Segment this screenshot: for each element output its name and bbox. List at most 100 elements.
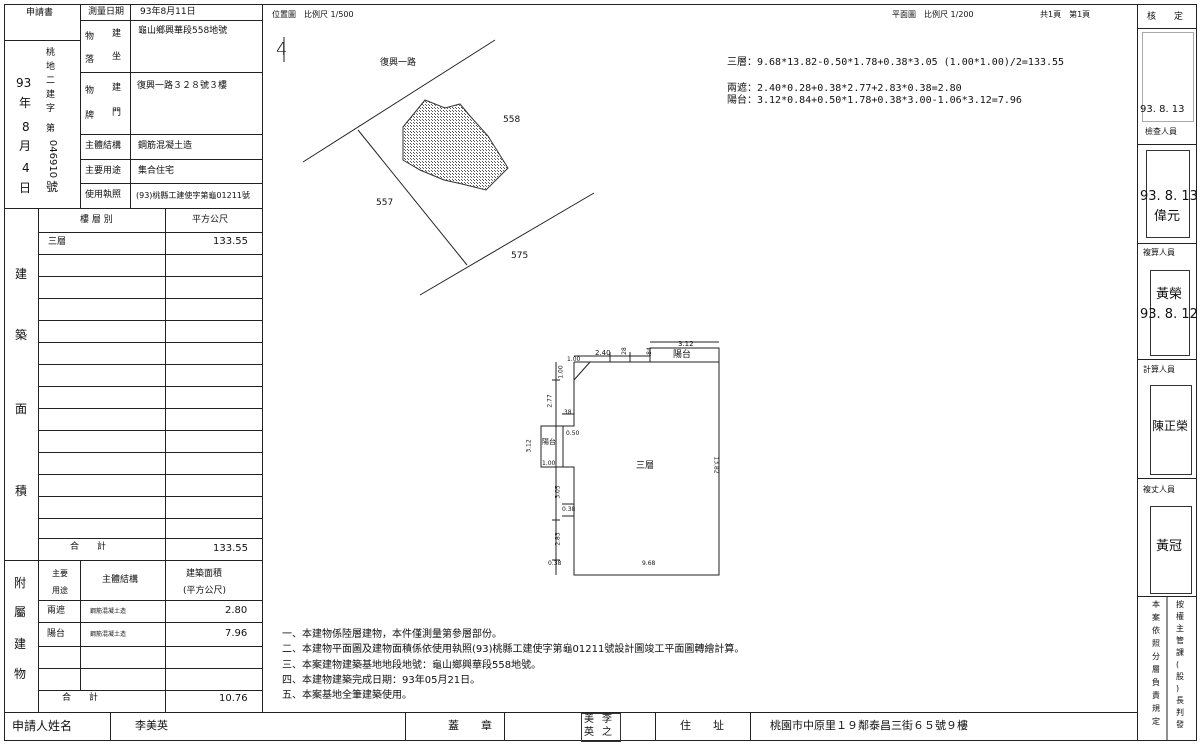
dim-top-100: 1.00	[567, 356, 581, 363]
formula-balcony: 陽台：3.12*0.84+0.50*1.78+0.38*3.00-1.06*3.…	[727, 95, 1022, 106]
vnote-2-6: 股	[1176, 672, 1184, 681]
inspector-label: 檢查人員	[1145, 127, 1177, 136]
door-label-4: 牌	[85, 111, 95, 121]
vnote-1-9: 定	[1152, 717, 1160, 726]
floor-row-name: 三層	[48, 237, 67, 247]
calculator-stamp-name: 陳正榮	[1152, 419, 1189, 433]
note-4: 四、本建物建築完成日期：93年05月21日。	[282, 675, 481, 686]
annex-side-1: 附	[14, 576, 27, 590]
col-area-header: 平方公尺	[192, 215, 229, 225]
verify-stamp	[1142, 32, 1194, 122]
location-label-1: 建	[112, 29, 122, 39]
vnote-2-3: 管	[1176, 636, 1184, 645]
vnote-2-0: 按	[1176, 600, 1184, 609]
annex-row1-area: 2.80	[225, 605, 248, 616]
annex-side-2: 屬	[14, 605, 27, 619]
floor-side-3: 面	[15, 402, 28, 416]
address-label: 住 址	[680, 719, 724, 732]
day-value: 4	[22, 161, 30, 175]
dim-left-100a: 1.00	[557, 365, 565, 379]
applicant-seal: 美 李 英 之	[581, 713, 621, 742]
reviewer-stamp	[1150, 270, 1190, 356]
building-location: 龜山鄉興華段558地號	[138, 26, 228, 36]
lot-557: 557	[376, 198, 394, 208]
vnote-2-2: 主	[1176, 624, 1184, 633]
location-label-2: 坐	[112, 52, 122, 62]
dim-left-38a: .38	[562, 409, 572, 416]
dim-left-312: 3.12	[525, 439, 533, 453]
calculator-label: 計算人員	[1143, 365, 1175, 374]
door-label-3: 物	[85, 86, 95, 96]
vnote-1-7: 責	[1152, 691, 1160, 700]
year-char: 年	[19, 96, 32, 110]
building-hatch	[402, 99, 509, 191]
inspector-stamp-date: 93. 8. 13	[1140, 189, 1198, 204]
dim-left-38b: 0.38	[562, 506, 576, 513]
dim-top-84: .84	[645, 347, 653, 357]
dim-left-283: 2.83	[554, 532, 562, 546]
recheck-label: 複丈人員	[1143, 485, 1175, 494]
applicant-name: 李美英	[135, 719, 168, 732]
main-structure: 鋼筋混凝土造	[138, 141, 193, 151]
annex-side-4: 物	[14, 667, 27, 681]
vnote-1-6: 負	[1152, 678, 1160, 687]
site-plan-title: 位置圖 比例尺 1/500	[272, 10, 354, 19]
annex-row2-area: 7.96	[225, 628, 248, 639]
month-char: 月	[19, 139, 32, 153]
vnote-2-9: 判	[1176, 708, 1184, 717]
floor-side-2: 築	[15, 328, 28, 342]
vnote-2-8: 長	[1176, 696, 1184, 705]
location-label-4: 落	[85, 55, 95, 65]
site-plan-lines	[283, 37, 595, 296]
dim-bottom-38: 0.38	[548, 560, 562, 567]
applicant-name-label: 申請人姓名	[12, 719, 73, 733]
vnote-1-4: 分	[1152, 652, 1160, 661]
door-plate: 復興一路３２８號３樓	[137, 81, 228, 91]
floor-plan-title: 平面圖 比例尺 1/200	[892, 10, 974, 19]
calculator-stamp	[1150, 385, 1192, 475]
main-structure-label: 主體結構	[85, 141, 122, 151]
dim-left-305: 3.05	[554, 485, 562, 499]
floor-plan-lines	[540, 341, 720, 576]
annex-row2-use: 陽台	[47, 629, 66, 639]
vnote-1-5: 層	[1152, 665, 1160, 674]
lot-558: 558	[503, 115, 521, 125]
license-label: 使用執照	[85, 190, 122, 200]
vnote-1-3: 照	[1152, 639, 1160, 648]
note-5: 五、本案基地全筆建築使用。	[282, 690, 412, 701]
floor-total-label: 合 計	[70, 542, 107, 552]
month-value: 8	[22, 120, 30, 134]
left-char-1: 桃	[46, 48, 56, 58]
vnote-1-0: 本	[1152, 600, 1160, 609]
annex-area-header-2: (平方公尺)	[183, 586, 227, 596]
dim-left-277: 2.77	[546, 394, 554, 408]
vnote-2-5: (	[1176, 660, 1180, 669]
dim-bottom-968: 9.68	[642, 560, 656, 567]
annex-use-header-1: 主要	[52, 569, 68, 578]
road-label: 復興一路	[380, 58, 417, 68]
seal-char-4: 之	[602, 727, 612, 738]
left-char-4: 建	[46, 90, 56, 100]
left-char-2: 地	[46, 62, 56, 72]
permit-number: 046910	[47, 139, 59, 179]
annex-struct-header: 主體結構	[102, 575, 139, 585]
left-char-5: 字	[46, 104, 56, 114]
annex-row1-use: 兩遮	[47, 606, 66, 616]
verify-label: 核 定	[1147, 12, 1184, 22]
applicant-doc-label: 申請書	[26, 8, 54, 18]
inspector-stamp	[1146, 150, 1190, 238]
reviewer-label: 複算人員	[1143, 248, 1175, 257]
annex-total-value: 10.76	[219, 693, 248, 704]
dim-right-1382: 13.82	[712, 456, 720, 474]
survey-date-label: 測量日期	[88, 7, 125, 17]
floor-side-1: 建	[15, 267, 28, 281]
left-char-6: 第	[46, 124, 56, 134]
north-arrow-label: 4	[276, 39, 288, 60]
lot-575: 575	[511, 251, 529, 261]
dim-top-312: 3.12	[678, 340, 694, 348]
day-char: 日	[19, 181, 32, 195]
vnote-2-4: 課	[1176, 648, 1184, 657]
plan-balcony-small: 陽台	[542, 438, 556, 446]
main-use: 集合住宅	[138, 166, 175, 176]
floor-total-value: 133.55	[213, 543, 248, 554]
